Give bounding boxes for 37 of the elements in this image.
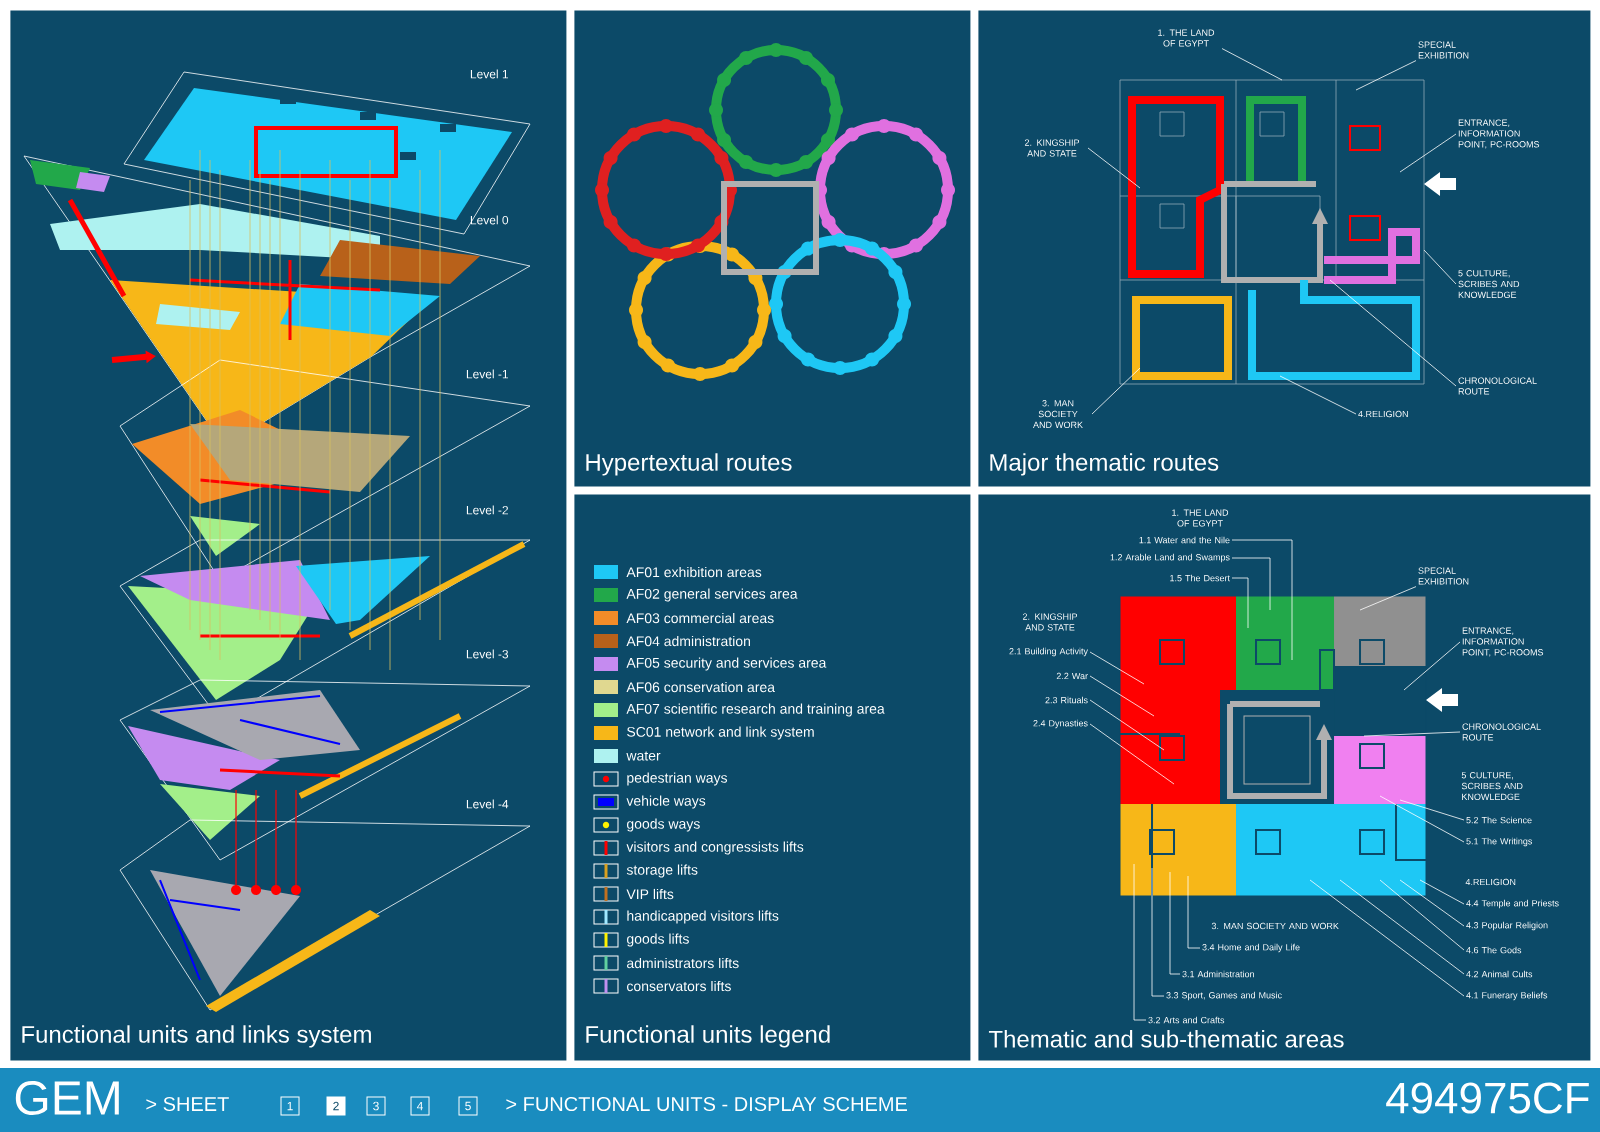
leader-line [1089,675,1155,717]
leader-line [1399,879,1465,927]
panel-title: Thematic and sub-thematic areas [988,1030,1344,1048]
sheet-number: 494975CF [1386,1082,1589,1114]
leader-line [1379,879,1465,951]
leader-line [1133,863,1147,1021]
leader-line [1089,699,1165,751]
leader-line [1309,879,1465,997]
leader-line [1231,539,1293,661]
leader-line [1423,249,1457,285]
leader-line [1089,651,1145,685]
leader-line [1279,375,1357,415]
leader-line [1359,586,1417,611]
leader-line [1399,799,1465,821]
leader-line [1221,48,1283,81]
panel-title: Major thematic routes [990,453,1219,476]
leader-line [1169,871,1181,975]
leader-line [1339,879,1465,975]
panel-title: Functional units legend [586,1025,830,1048]
leader-line [1187,875,1201,949]
leader-line [1231,557,1271,611]
leader-line [1403,641,1461,691]
sheet-label: > SHEET [146,1096,229,1112]
leader-line [1379,795,1465,843]
leader-line [1151,867,1165,997]
leader-line [1363,731,1461,737]
leader-line [1089,723,1175,785]
leader-line [1399,133,1457,173]
panel-title: Functional units and links system [22,1025,371,1048]
leader-line [1087,147,1141,189]
leader-line [1329,279,1457,387]
leader-line [1355,60,1417,91]
sheet-title: > FUNCTIONAL UNITS - DISPLAY SCHEME [506,1096,907,1112]
leader-line [1091,367,1141,415]
leader-line [1419,879,1465,905]
panel-title: Hypertextual routes [586,453,792,476]
leader-line [1231,577,1249,629]
